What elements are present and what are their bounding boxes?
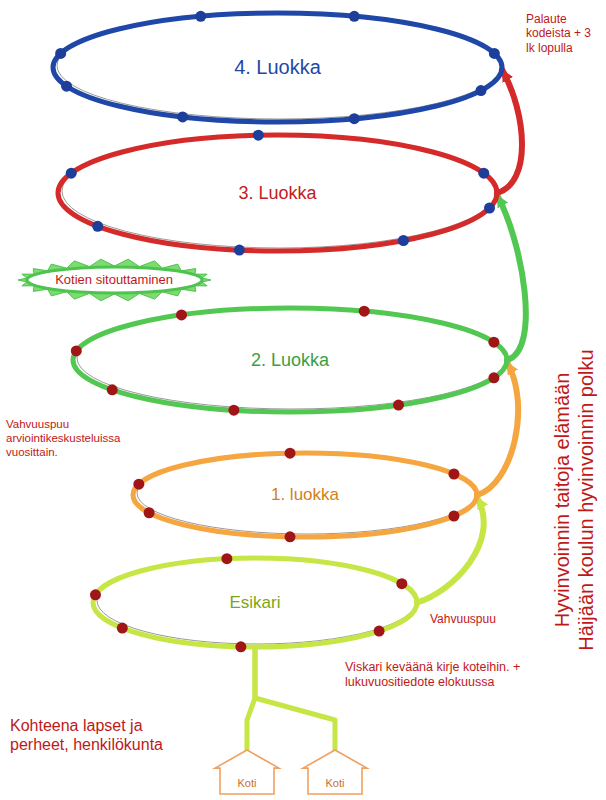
loop-title: Kotien sitouttaminen xyxy=(55,273,173,288)
milestone-dot xyxy=(234,245,245,256)
milestone-dot xyxy=(176,309,187,320)
note-box: Viskari keväänä kirje koteihin. + lukuvu… xyxy=(345,660,543,690)
loop-stroke xyxy=(133,453,477,537)
node-content: 1. luokka xyxy=(130,450,480,540)
milestone-dot xyxy=(484,203,495,214)
spiky-oval: Kotien sitouttaminen xyxy=(17,258,212,302)
loop-stroke xyxy=(73,308,507,412)
milestone-dot xyxy=(66,168,77,179)
milestone-dot xyxy=(90,589,101,600)
milestone-dot xyxy=(396,578,407,589)
milestone-dot xyxy=(478,168,489,179)
milestone-dot xyxy=(349,11,360,22)
note-box: Palaute kodeista + 3 lk lopulla xyxy=(526,12,602,55)
milestone-dot xyxy=(398,235,409,246)
note-label: Viskari keväänä kirje koteihin. + lukuvu… xyxy=(345,660,543,690)
node-content: 4. Luokka xyxy=(50,10,505,125)
milestone-dot xyxy=(349,113,360,124)
spiral-connector xyxy=(497,70,522,194)
spikes xyxy=(18,259,211,301)
grade-loop: 4. Luokka xyxy=(50,10,505,125)
note-label: Vahvuuspuu xyxy=(430,612,510,626)
note-box: Vahvuuspuu xyxy=(430,612,510,626)
loop-title: 4. Luokka xyxy=(234,56,321,79)
milestone-dot xyxy=(133,479,144,490)
grade-loop: 1. luokka xyxy=(130,450,480,540)
milestone-dot xyxy=(235,641,246,652)
node-content: Koti xyxy=(300,748,370,796)
loop-title: Esikari xyxy=(229,593,280,613)
milestone-dot xyxy=(488,372,499,383)
milestone-dot xyxy=(285,531,296,542)
spiral-connector xyxy=(417,497,484,603)
note-box: Vahvuuspuu arviointikeskusteluissa vuosi… xyxy=(6,418,148,459)
milestone-dot xyxy=(61,81,72,92)
house-label: Koti xyxy=(238,777,257,790)
node-content: Esikari xyxy=(90,555,420,650)
loop-title: 2. Luokka xyxy=(251,350,329,371)
vertical-title: Hyvinvoinnin taitoja elämäänHäijään koul… xyxy=(548,290,600,710)
milestone-dot xyxy=(448,511,459,522)
node-content: Kotien sitouttaminen xyxy=(17,258,212,302)
loop-stroke xyxy=(53,13,502,122)
node-content: 3. Luokka xyxy=(55,132,500,254)
note-label: Vahvuuspuu arviointikeskusteluissa vuosi… xyxy=(6,418,148,459)
node-content: 2. Luokka xyxy=(70,305,510,415)
milestone-dot xyxy=(448,469,459,480)
loop-stroke xyxy=(93,558,417,647)
milestone-dot xyxy=(71,345,82,356)
loop-title: 3. Luokka xyxy=(238,183,316,204)
house-node: Koti xyxy=(300,748,370,796)
milestone-dot xyxy=(374,626,385,637)
side-title: Häijään koulun hyvinvoinnin polku xyxy=(574,349,598,650)
milestone-dot xyxy=(107,384,118,395)
note-label: Palaute kodeista + 3 lk lopulla xyxy=(526,12,602,55)
house-label: Koti xyxy=(326,777,345,790)
spiral-connector xyxy=(255,648,335,750)
note-label: Kohteena lapset ja perheet, henkilökunta xyxy=(10,716,205,754)
note-box: Kohteena lapset ja perheet, henkilökunta xyxy=(10,716,205,754)
milestone-dot xyxy=(253,130,264,141)
milestone-dot xyxy=(393,400,404,411)
milestone-dot xyxy=(221,553,232,564)
milestone-dot xyxy=(177,111,188,122)
milestone-dot xyxy=(117,623,128,634)
loop-stroke xyxy=(58,135,497,251)
node-content: Koti xyxy=(212,748,282,796)
band-stroke xyxy=(27,267,202,293)
spiral-connector xyxy=(497,195,526,360)
milestone-dot xyxy=(144,507,155,518)
house-outline xyxy=(215,750,279,794)
house-node: Koti xyxy=(212,748,282,796)
milestone-dot xyxy=(359,306,370,317)
grade-loop: 2. Luokka xyxy=(70,305,510,415)
loop-title: 1. luokka xyxy=(271,485,339,505)
milestone-dot xyxy=(488,337,499,348)
side-title: Hyvinvoinnin taitoja elämään xyxy=(550,373,574,628)
house-outline xyxy=(303,750,367,794)
milestone-dot xyxy=(285,448,296,459)
milestone-dot xyxy=(195,11,206,22)
milestone-dot xyxy=(475,85,486,96)
grade-loop: Esikari xyxy=(90,555,420,650)
milestone-dot xyxy=(228,405,239,416)
grade-loop: 3. Luokka xyxy=(55,132,500,254)
milestone-dot xyxy=(55,48,66,59)
milestone-dot xyxy=(92,221,103,232)
milestone-dot xyxy=(489,48,500,59)
